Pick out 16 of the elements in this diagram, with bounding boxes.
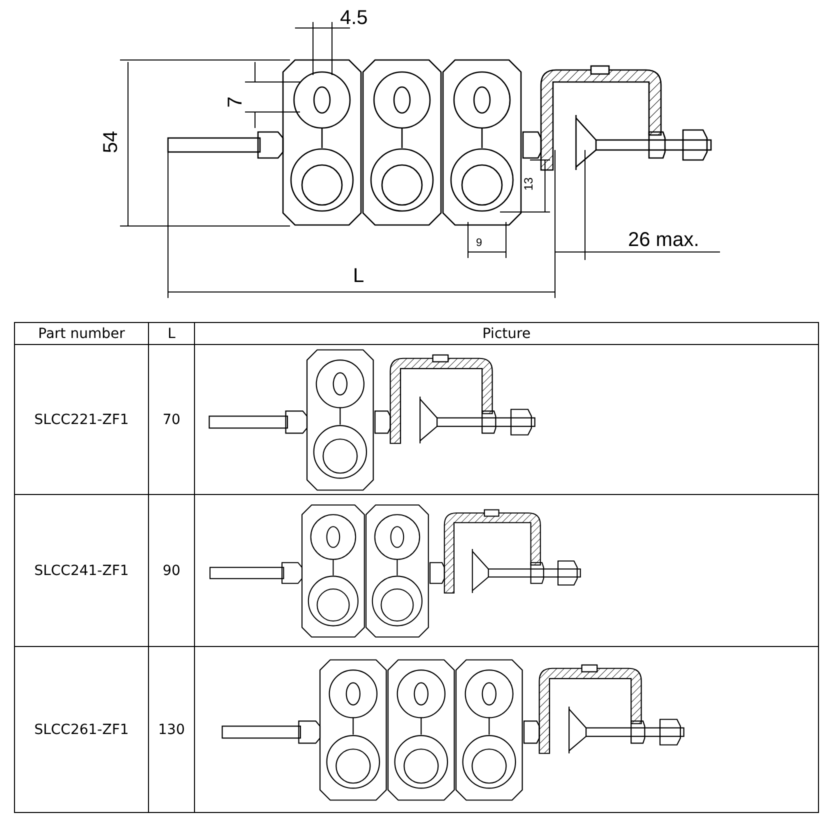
dimension-label: 26 max. [628,230,700,250]
length-value: 130 [158,722,185,738]
part-number: SLCC221-ZF1 [34,412,129,428]
length-value: 90 [162,562,180,578]
dimension-label: 54 [101,130,122,154]
length-value: 70 [162,412,180,428]
dimension-label: 7 [226,96,246,108]
part-number: SLCC241-ZF1 [34,562,129,578]
dimension-label: 13 [522,177,535,191]
column-header: Part number [38,326,125,342]
column-header: L [168,326,176,342]
column-header: Picture [482,326,531,342]
dimension-label: 4.5 [340,8,368,28]
dimension-label: L [353,266,364,286]
part-number: SLCC261-ZF1 [34,722,129,738]
dimension-label: 9 [476,238,482,249]
